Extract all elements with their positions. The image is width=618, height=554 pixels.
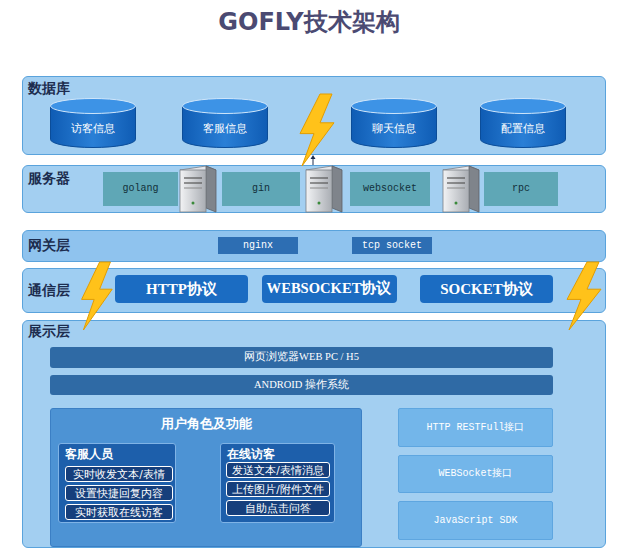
node-text: 网关层 bbox=[28, 237, 70, 254]
server-box: websocket bbox=[350, 172, 430, 206]
node-text: 设置快捷回复内容 bbox=[75, 487, 163, 500]
node-text: 访客信息 bbox=[71, 122, 115, 135]
gateway-box: tcp socket bbox=[352, 237, 432, 254]
server-box: gin bbox=[222, 172, 300, 206]
node-text: 数据库 bbox=[28, 80, 70, 97]
role-group: 在线访客发送文本/表情消息上传图片/附件文件自助点击问答 bbox=[220, 443, 335, 523]
node-text: 网页浏览器WEB PC / H5 bbox=[244, 351, 359, 364]
node-text: 实时收发文本/表情 bbox=[73, 468, 165, 481]
node-text: HTTP RESTFull接口 bbox=[426, 422, 524, 434]
server-box: rpc bbox=[484, 172, 558, 206]
interface-box: WEBSocket接口 bbox=[398, 455, 553, 493]
node-text: 发送文本/表情消息 bbox=[232, 464, 324, 477]
node-text: nginx bbox=[243, 240, 273, 252]
node-text: HTTP协议 bbox=[146, 280, 217, 298]
role-group: 客服人员实时收发文本/表情设置快捷回复内容实时获取在线访客 bbox=[58, 443, 176, 523]
gateway-box: nginx bbox=[218, 237, 298, 254]
server-box: golang bbox=[103, 172, 178, 206]
protocol-box: HTTP协议 bbox=[115, 275, 248, 303]
function-item: 上传图片/附件文件 bbox=[226, 481, 330, 497]
function-item: 设置快捷回复内容 bbox=[65, 485, 173, 501]
node-text: golang bbox=[122, 183, 158, 195]
node-text: 用户角色及功能 bbox=[161, 416, 252, 432]
node-text: 聊天信息 bbox=[372, 122, 416, 135]
function-item: 实时获取在线访客 bbox=[65, 504, 173, 520]
database-cylinder: 客服信息 bbox=[182, 98, 268, 148]
layer-band: 数据库访客信息 客服信息 聊天信息 配置信息 bbox=[22, 76, 606, 155]
node-text: 配置信息 bbox=[501, 122, 545, 135]
node-text: 通信层 bbox=[28, 282, 70, 299]
diagram-title: GOFLY技术架构 bbox=[0, 6, 618, 38]
node-text: 上传图片/附件文件 bbox=[232, 483, 324, 496]
node-text: gin bbox=[252, 183, 270, 195]
platform-bar: 网页浏览器WEB PC / H5 bbox=[50, 347, 553, 368]
node-text: 实时获取在线访客 bbox=[75, 506, 163, 519]
database-cylinder: 聊天信息 bbox=[351, 98, 437, 148]
function-item: 自助点击问答 bbox=[226, 500, 330, 516]
node-text: 客服人员 bbox=[65, 447, 113, 461]
node-text: WEBSOCKET协议 bbox=[267, 280, 392, 297]
layer-band: 服务器 golang gin websocket rpc bbox=[22, 165, 606, 213]
node-text: JavaScript SDK bbox=[433, 515, 517, 527]
protocol-box: WEBSOCKET协议 bbox=[262, 275, 397, 303]
node-text: rpc bbox=[512, 183, 530, 195]
node-text: 在线访客 bbox=[227, 447, 275, 461]
node-text: SOCKET协议 bbox=[440, 280, 533, 298]
database-cylinder: 配置信息 bbox=[480, 98, 566, 148]
function-item: 实时收发文本/表情 bbox=[65, 466, 173, 482]
platform-bar: ANDROID 操作系统 bbox=[50, 375, 553, 395]
role-panel: 用户角色及功能客服人员实时收发文本/表情设置快捷回复内容实时获取在线访客在线访客… bbox=[50, 408, 362, 547]
layer-band: 网关层 nginx tcp socket bbox=[22, 230, 606, 262]
node-text: tcp socket bbox=[362, 240, 422, 252]
node-text: 展示层 bbox=[28, 323, 70, 340]
small-arrow bbox=[311, 155, 316, 165]
interface-box: HTTP RESTFull接口 bbox=[398, 408, 553, 447]
node-text: WEBSocket接口 bbox=[438, 468, 512, 480]
layer-band: 通信层 HTTP协议 WEBSOCKET协议 SOCKET协议 bbox=[22, 268, 606, 313]
database-cylinder: 访客信息 bbox=[50, 98, 136, 148]
node-text: ANDROID 操作系统 bbox=[254, 379, 349, 392]
node-text: 自助点击问答 bbox=[245, 502, 311, 515]
protocol-box: SOCKET协议 bbox=[420, 275, 553, 303]
node-text: websocket bbox=[363, 183, 417, 195]
node-text: 服务器 bbox=[28, 170, 70, 187]
node-text: 客服信息 bbox=[203, 122, 247, 135]
function-item: 发送文本/表情消息 bbox=[226, 462, 330, 478]
interface-box: JavaScript SDK bbox=[398, 501, 553, 540]
layer-band: 展示层网页浏览器WEB PC / H5 ANDROID 操作系统用户角色及功能客服… bbox=[22, 320, 606, 548]
